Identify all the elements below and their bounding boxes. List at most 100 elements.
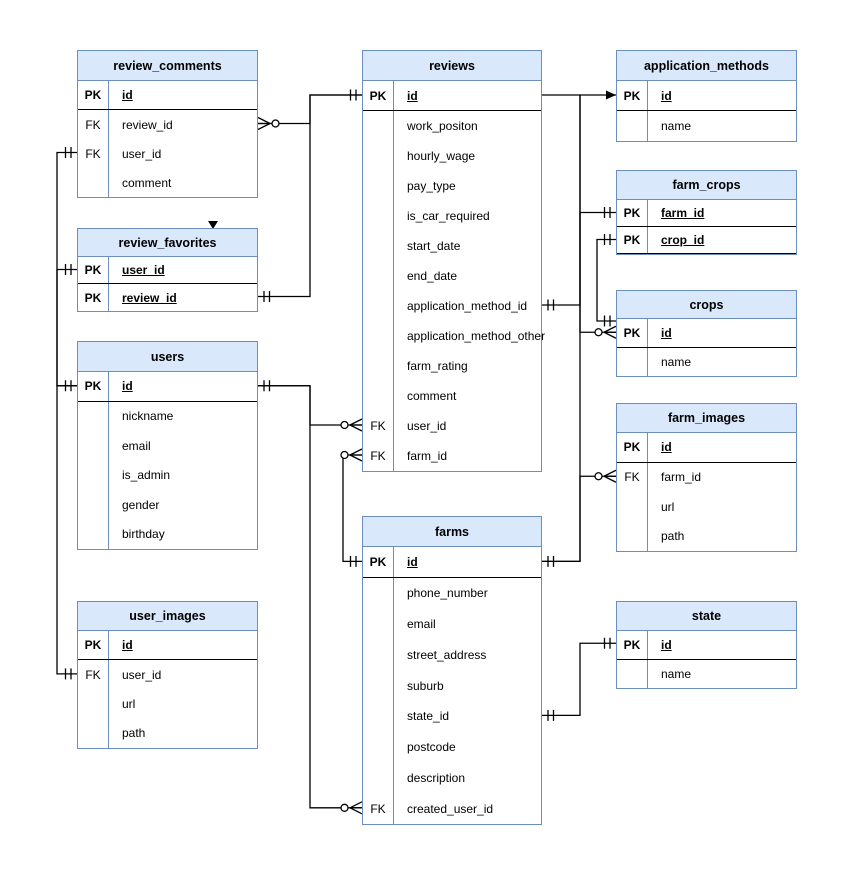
table-row-reviews-application_method_id[interactable]: application_method_id xyxy=(363,291,541,321)
key-type-label xyxy=(363,577,394,609)
field-name-label: id xyxy=(661,88,672,103)
table-row-users-gender[interactable]: gender xyxy=(78,490,257,520)
field-name-label: application_method_other xyxy=(407,329,546,343)
field-name-label: user_id xyxy=(122,667,162,682)
table-row-state-name[interactable]: name xyxy=(617,659,796,688)
field-name-label: is_admin xyxy=(122,468,171,483)
relationship-users_id-user_images_user_id[interactable] xyxy=(56,385,77,680)
table-title-review_favorites: review_favorites xyxy=(78,229,257,257)
key-type-label: PK xyxy=(78,372,109,401)
table-row-reviews-end_date[interactable]: end_date xyxy=(363,261,541,291)
field-name-label: suburb xyxy=(407,678,444,693)
table-row-farms-postcode[interactable]: postcode xyxy=(363,731,541,763)
relationship-reviews_id-review_favorites_review_id[interactable] xyxy=(258,94,362,302)
key-type-label: PK xyxy=(617,200,648,226)
key-type-label xyxy=(78,401,109,431)
relationship-farm_crops_crop_id-crops[interactable] xyxy=(596,234,616,327)
table-row-reviews-hourly_wage[interactable]: hourly_wage xyxy=(363,141,541,171)
table-row-reviews-pay_type[interactable]: pay_type xyxy=(363,171,541,201)
table-row-users-nickname[interactable]: nickname xyxy=(78,401,257,431)
key-type-label: PK xyxy=(78,257,109,283)
connector-arrow-down-icon xyxy=(208,221,218,229)
table-row-farms-phone_number[interactable]: phone_number xyxy=(363,577,541,609)
table-row-farm_images-url[interactable]: url xyxy=(617,492,796,522)
key-type-label: PK xyxy=(363,547,394,577)
table-row-users-email[interactable]: email xyxy=(78,431,257,461)
table-row-user_images-url[interactable]: url xyxy=(78,689,257,719)
key-type-label xyxy=(617,521,648,551)
table-row-crops-name[interactable]: name xyxy=(617,347,796,376)
table-row-user_images-path[interactable]: path xyxy=(78,718,257,748)
field-name-label: state_id xyxy=(407,709,450,724)
key-type-label xyxy=(363,381,394,411)
relationship-users_id-farms_created_user_id[interactable] xyxy=(258,385,363,815)
table-row-users-is_admin[interactable]: is_admin xyxy=(78,460,257,490)
table-row-review_comments-comment[interactable]: comment xyxy=(78,168,257,197)
key-type-label: PK xyxy=(617,631,648,659)
field-name-label: id xyxy=(122,638,133,653)
relationship-farms_state_id-state_id[interactable] xyxy=(542,637,616,721)
key-type-label xyxy=(363,141,394,171)
key-type-label: FK xyxy=(78,660,109,690)
relationship-users_id-review_favorites_user_id[interactable] xyxy=(56,264,77,387)
key-type-label xyxy=(363,351,394,381)
table-row-reviews-start_date[interactable]: start_date xyxy=(363,231,541,261)
field-name-label: id xyxy=(407,88,418,103)
field-name-label: application_method_id xyxy=(407,299,528,313)
table-row-application_methods-name[interactable]: name xyxy=(617,111,796,141)
table-row-reviews-is_car_required[interactable]: is_car_required xyxy=(363,201,541,231)
field-name-label: start_date xyxy=(407,239,461,253)
table-row-farms-description[interactable]: description xyxy=(363,762,541,794)
key-type-label xyxy=(78,168,109,197)
table-row-reviews-farm_rating[interactable]: farm_rating xyxy=(363,351,541,381)
table-row-farms-state_id[interactable]: state_id xyxy=(363,700,541,732)
table-row-farms-suburb[interactable]: suburb xyxy=(363,670,541,701)
key-type-label: FK xyxy=(363,793,394,825)
table-row-farms-email[interactable]: email xyxy=(363,608,541,640)
field-name-label: postcode xyxy=(407,740,456,755)
field-name-label: farm_id xyxy=(661,470,702,485)
table-row-reviews-application_method_other[interactable]: application_method_other xyxy=(363,321,545,351)
table-row-farm_images-path[interactable]: path xyxy=(617,521,796,551)
table-row-users-birthday[interactable]: birthday xyxy=(78,519,257,549)
table-row-farms-street_address[interactable]: street_address xyxy=(363,639,541,671)
table-row-reviews-comment[interactable]: comment xyxy=(363,381,541,411)
field-name-label: end_date xyxy=(407,269,458,283)
table-row-user_images-user_id[interactable]: FK user_id xyxy=(78,660,257,690)
relationship-farms_id-farm_crops_farm_id[interactable] xyxy=(542,207,616,567)
relationship-farms_id-reviews_farm_id[interactable] xyxy=(340,448,363,567)
relationship-reviews_application_method_id-application_methods_id[interactable] xyxy=(542,90,616,311)
relationship-farms_id-farm_images_farm_id[interactable] xyxy=(542,469,617,563)
table-row-reviews-work_positon[interactable]: work_positon xyxy=(363,111,541,141)
